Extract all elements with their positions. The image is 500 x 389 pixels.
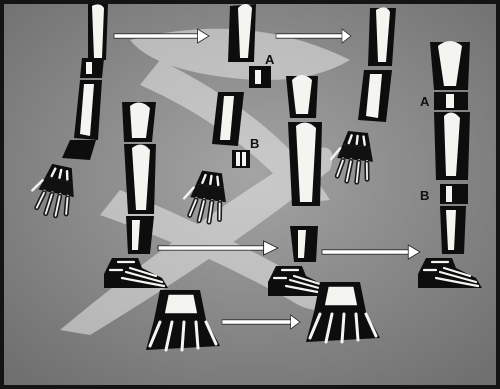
label-b-right: B xyxy=(420,188,429,203)
label-a-top: A xyxy=(265,52,275,67)
label-b-top: B xyxy=(250,136,259,151)
label-a-right: A xyxy=(420,94,430,109)
